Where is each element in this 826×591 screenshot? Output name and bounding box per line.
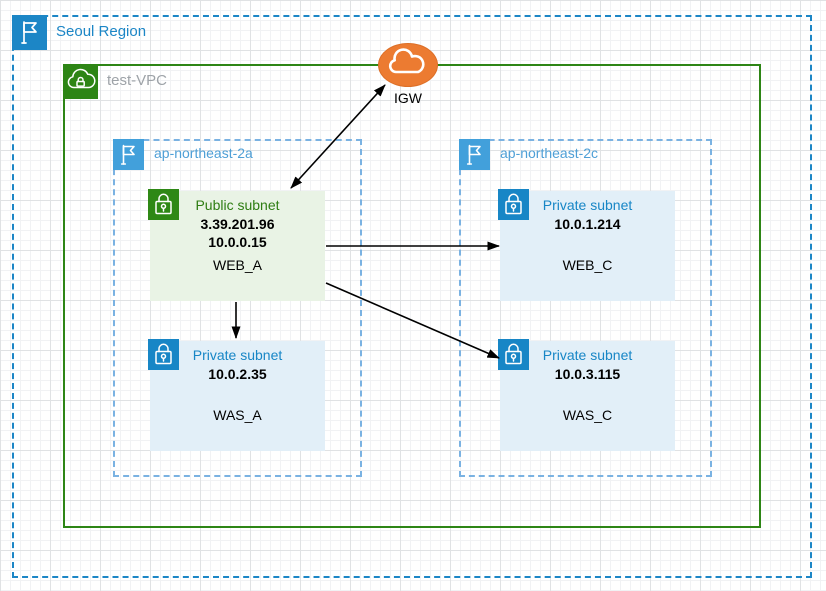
subnet-web-c[interactable]: Private subnet 10.0.1.214 WEB_C [498,189,675,301]
subnet-ip-public: 3.39.201.96 [200,216,275,232]
subnet-ip-private: 10.0.0.15 [208,234,267,250]
subnet-ip-blank [150,383,325,401]
subnet-title: Private subnet [192,347,283,363]
region-flag-icon [12,15,47,50]
az-label: ap-northeast-2c [500,145,599,161]
vpc-label: test-VPC [107,72,168,89]
region-seoul[interactable]: Seoul Region [12,15,812,578]
subnet-ip-private: 10.0.1.214 [554,216,621,232]
private-subnet-lock-icon [148,339,179,370]
subnet-ip-blank [500,383,675,401]
subnet-title: Private subnet [542,347,633,363]
private-subnet-lock-icon [498,189,529,220]
subnet-ip-blank [500,233,675,251]
igw-node[interactable] [378,43,438,87]
az-flag-icon [113,139,144,170]
subnet-title: Public subnet [195,197,280,213]
region-label: Seoul Region [56,23,147,40]
subnet-web-a[interactable]: Public subnet 3.39.201.96 10.0.0.15 WEB_… [148,189,325,301]
igw-label: IGW [394,90,422,106]
subnet-instance-name: WEB_A [212,257,262,273]
subnet-was-c[interactable]: Private subnet 10.0.3.115 WAS_C [498,339,675,451]
az-label: ap-northeast-2a [154,145,253,161]
vpc-cloud-lock-icon [63,64,98,99]
subnet-instance-name: WAS_A [213,407,262,423]
subnet-ip-private: 10.0.3.115 [554,366,621,382]
subnet-was-a[interactable]: Private subnet 10.0.2.35 WAS_A [148,339,325,451]
private-subnet-lock-icon [498,339,529,370]
subnet-ip-private: 10.0.2.35 [208,366,267,382]
az-flag-icon [459,139,490,170]
subnet-instance-name: WEB_C [562,257,613,273]
subnet-title: Private subnet [542,197,633,213]
public-subnet-lock-icon [148,189,179,220]
subnet-instance-name: WAS_C [562,407,613,423]
igw-cloud-icon [386,47,430,83]
